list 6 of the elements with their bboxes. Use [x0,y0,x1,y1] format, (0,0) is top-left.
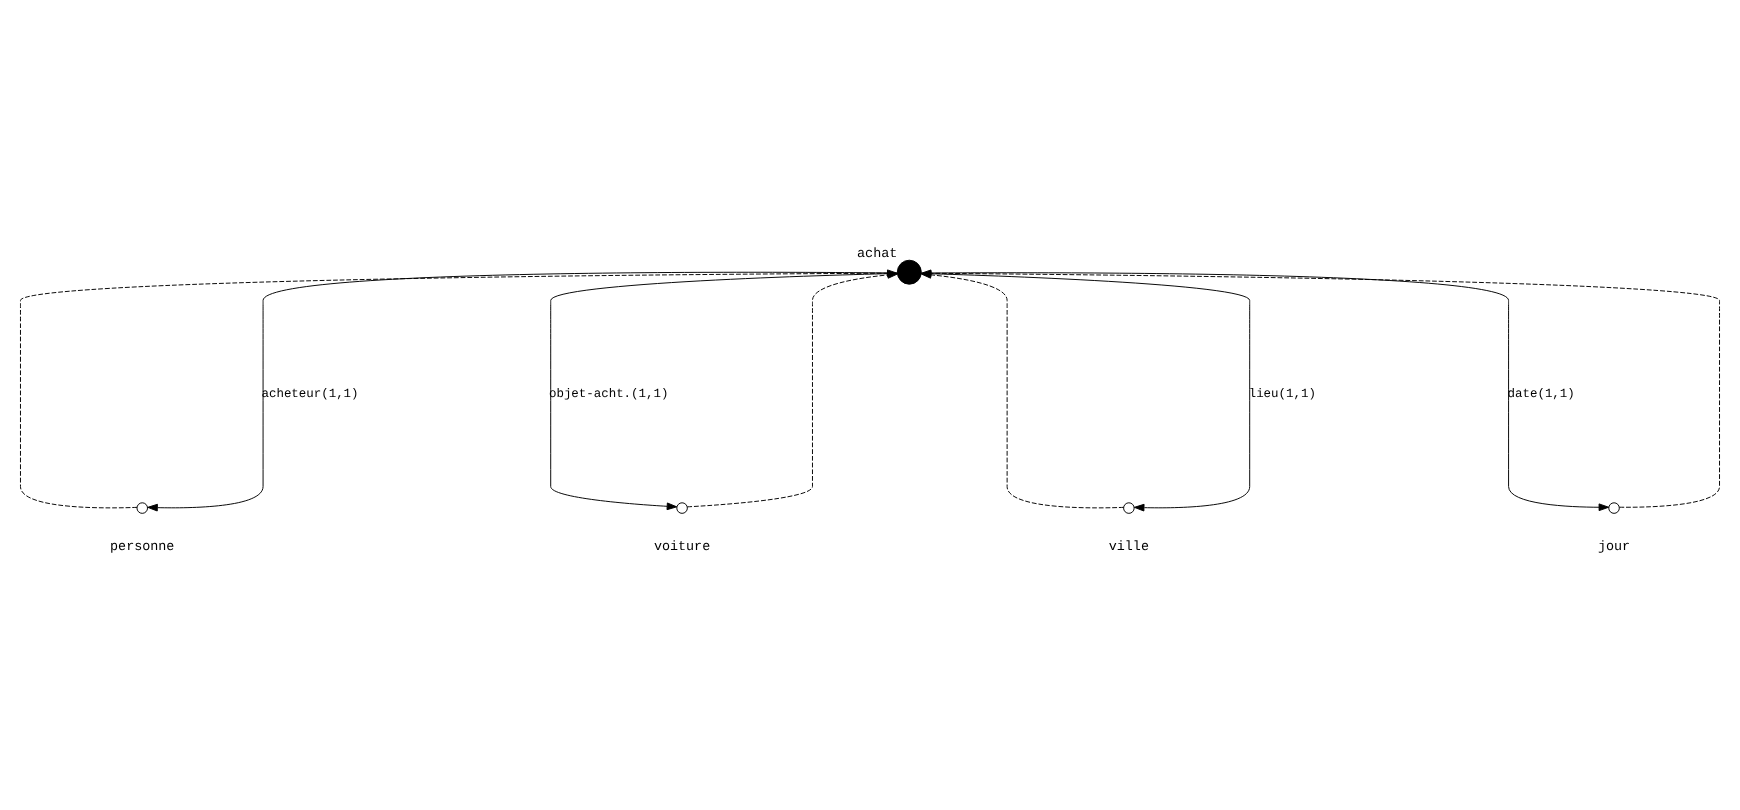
arrow [550,272,898,511]
node-circle [1608,502,1620,514]
node-circle [676,502,688,514]
node-circle [136,502,148,514]
node-circle [896,259,922,285]
node-circle [1123,502,1135,514]
